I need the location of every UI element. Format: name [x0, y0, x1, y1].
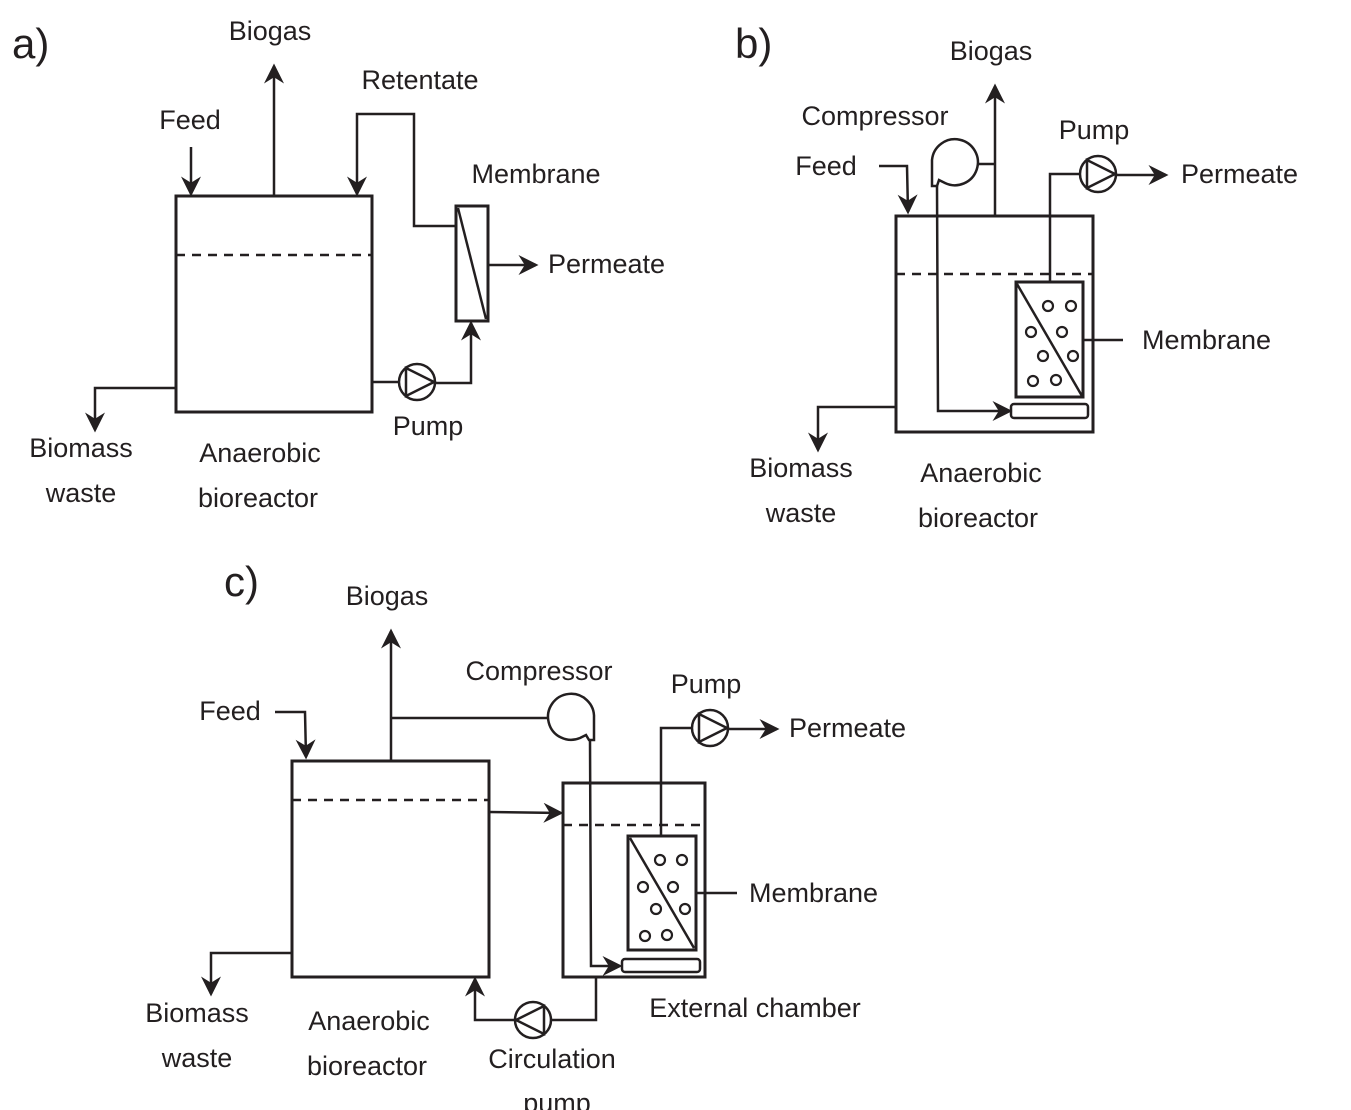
panel-c: c) Biogas Feed Compressor Membrane — [145, 558, 906, 1110]
retentate-line — [347, 112, 456, 228]
biogas-label: Biogas — [346, 581, 429, 611]
circulation-pump-label: pump — [523, 1088, 591, 1110]
compressor-icon — [546, 692, 596, 742]
compressor-icon — [930, 138, 980, 188]
panel-b: b) Biogas Compressor Feed Membrane Pump … — [735, 20, 1298, 533]
waste-label: waste — [45, 478, 117, 508]
pump-icon — [1078, 154, 1118, 194]
bioreactor-tank — [290, 759, 491, 979]
membrane-label: Membrane — [471, 159, 600, 189]
gas-sparging-line — [935, 185, 1013, 421]
membrane-label: Membrane — [749, 878, 878, 908]
bioreactor-label: bioreactor — [918, 503, 1038, 533]
submerged-membrane — [1014, 280, 1085, 399]
feed-label: Feed — [795, 151, 857, 181]
compressor-label: Compressor — [465, 656, 612, 686]
biogas-label: Biogas — [229, 16, 312, 46]
anaerobic-label: Anaerobic — [308, 1006, 430, 1036]
permeate-line — [659, 726, 692, 836]
bioreactor-tank — [894, 214, 1095, 434]
biomass-label: Biomass — [145, 998, 249, 1028]
external-chamber-label: External chamber — [649, 993, 861, 1023]
panel-b-letter: b) — [735, 20, 772, 67]
circulation-return-arrow — [465, 976, 515, 1022]
circulation-pump-icon — [513, 1000, 553, 1040]
permeate-label: Permeate — [1181, 159, 1298, 189]
feed-arrow — [879, 164, 918, 215]
panel-a: a) Biogas Feed Retentate Membrane Permea… — [12, 16, 665, 513]
pump-icon — [690, 708, 730, 748]
gas-sparging-line — [588, 739, 623, 976]
feed-label: Feed — [199, 696, 261, 726]
feed-arrow — [275, 710, 316, 760]
biogas-label: Biogas — [950, 36, 1033, 66]
anaerobic-label: Anaerobic — [199, 438, 321, 468]
pump-icon — [397, 362, 437, 402]
biomass-waste-arrow — [85, 386, 176, 433]
bioreactor-tank — [174, 194, 374, 414]
panel-c-letter: c) — [224, 558, 259, 605]
biomass-waste-arrow — [808, 405, 896, 453]
waste-label: waste — [765, 498, 837, 528]
external-chamber — [561, 781, 707, 979]
panel-a-letter: a) — [12, 20, 49, 67]
gas-diffuser — [1009, 402, 1090, 420]
permeate-label: Permeate — [789, 713, 906, 743]
transfer-arrow — [488, 802, 564, 823]
biomass-waste-arrow — [201, 951, 292, 997]
circulation-label: Circulation — [488, 1044, 616, 1074]
membrane-diagonal — [456, 207, 488, 320]
submerged-membrane — [626, 834, 698, 952]
biomass-label: Biomass — [749, 453, 853, 483]
compressor-label: Compressor — [801, 101, 948, 131]
feed-label: Feed — [159, 105, 221, 135]
permeate-line — [1048, 172, 1080, 282]
retentate-label: Retentate — [361, 65, 478, 95]
waste-label: waste — [161, 1043, 233, 1073]
circulation-line-out — [551, 977, 598, 1022]
pump-label: Pump — [393, 411, 464, 441]
bioreactor-label: bioreactor — [198, 483, 318, 513]
membrane-label: Membrane — [1142, 325, 1271, 355]
pump-label: Pump — [1059, 115, 1130, 145]
biomass-label: Biomass — [29, 433, 133, 463]
pump-label: Pump — [671, 669, 742, 699]
bioreactor-label: bioreactor — [307, 1051, 427, 1081]
gas-diffuser — [620, 957, 702, 974]
pump-outlet-line — [435, 320, 481, 385]
anaerobic-label: Anaerobic — [920, 458, 1042, 488]
permeate-label: Permeate — [548, 249, 665, 279]
